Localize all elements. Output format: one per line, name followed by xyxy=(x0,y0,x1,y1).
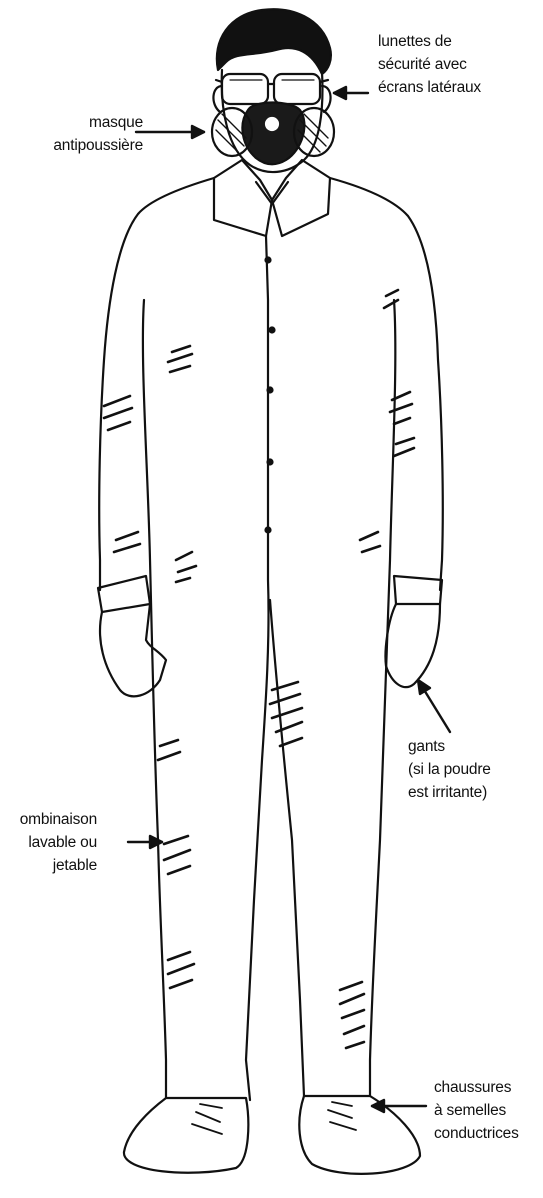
coverall-buttons xyxy=(266,258,275,533)
dust-mask xyxy=(212,103,334,165)
label-mask: masque antipoussière xyxy=(53,111,143,157)
left-cuff xyxy=(98,576,150,612)
goggles xyxy=(216,74,328,104)
left-shoe xyxy=(124,1098,248,1173)
coverall xyxy=(99,178,443,1100)
label-gloves: gants (si la poudre est irritante) xyxy=(408,735,491,804)
hair xyxy=(217,9,331,74)
label-coverall: ombinaison lavable ou jetable xyxy=(20,808,97,877)
right-hand xyxy=(385,604,440,687)
label-shoes: chaussures à semelles conductrices xyxy=(434,1076,519,1145)
right-cuff xyxy=(394,576,442,604)
left-ear xyxy=(213,86,222,112)
left-hand xyxy=(100,604,166,696)
label-goggles: lunettes de sécurité avec écrans latérau… xyxy=(378,30,481,99)
right-shoe xyxy=(299,1096,420,1174)
powder-smudges xyxy=(104,290,414,1048)
